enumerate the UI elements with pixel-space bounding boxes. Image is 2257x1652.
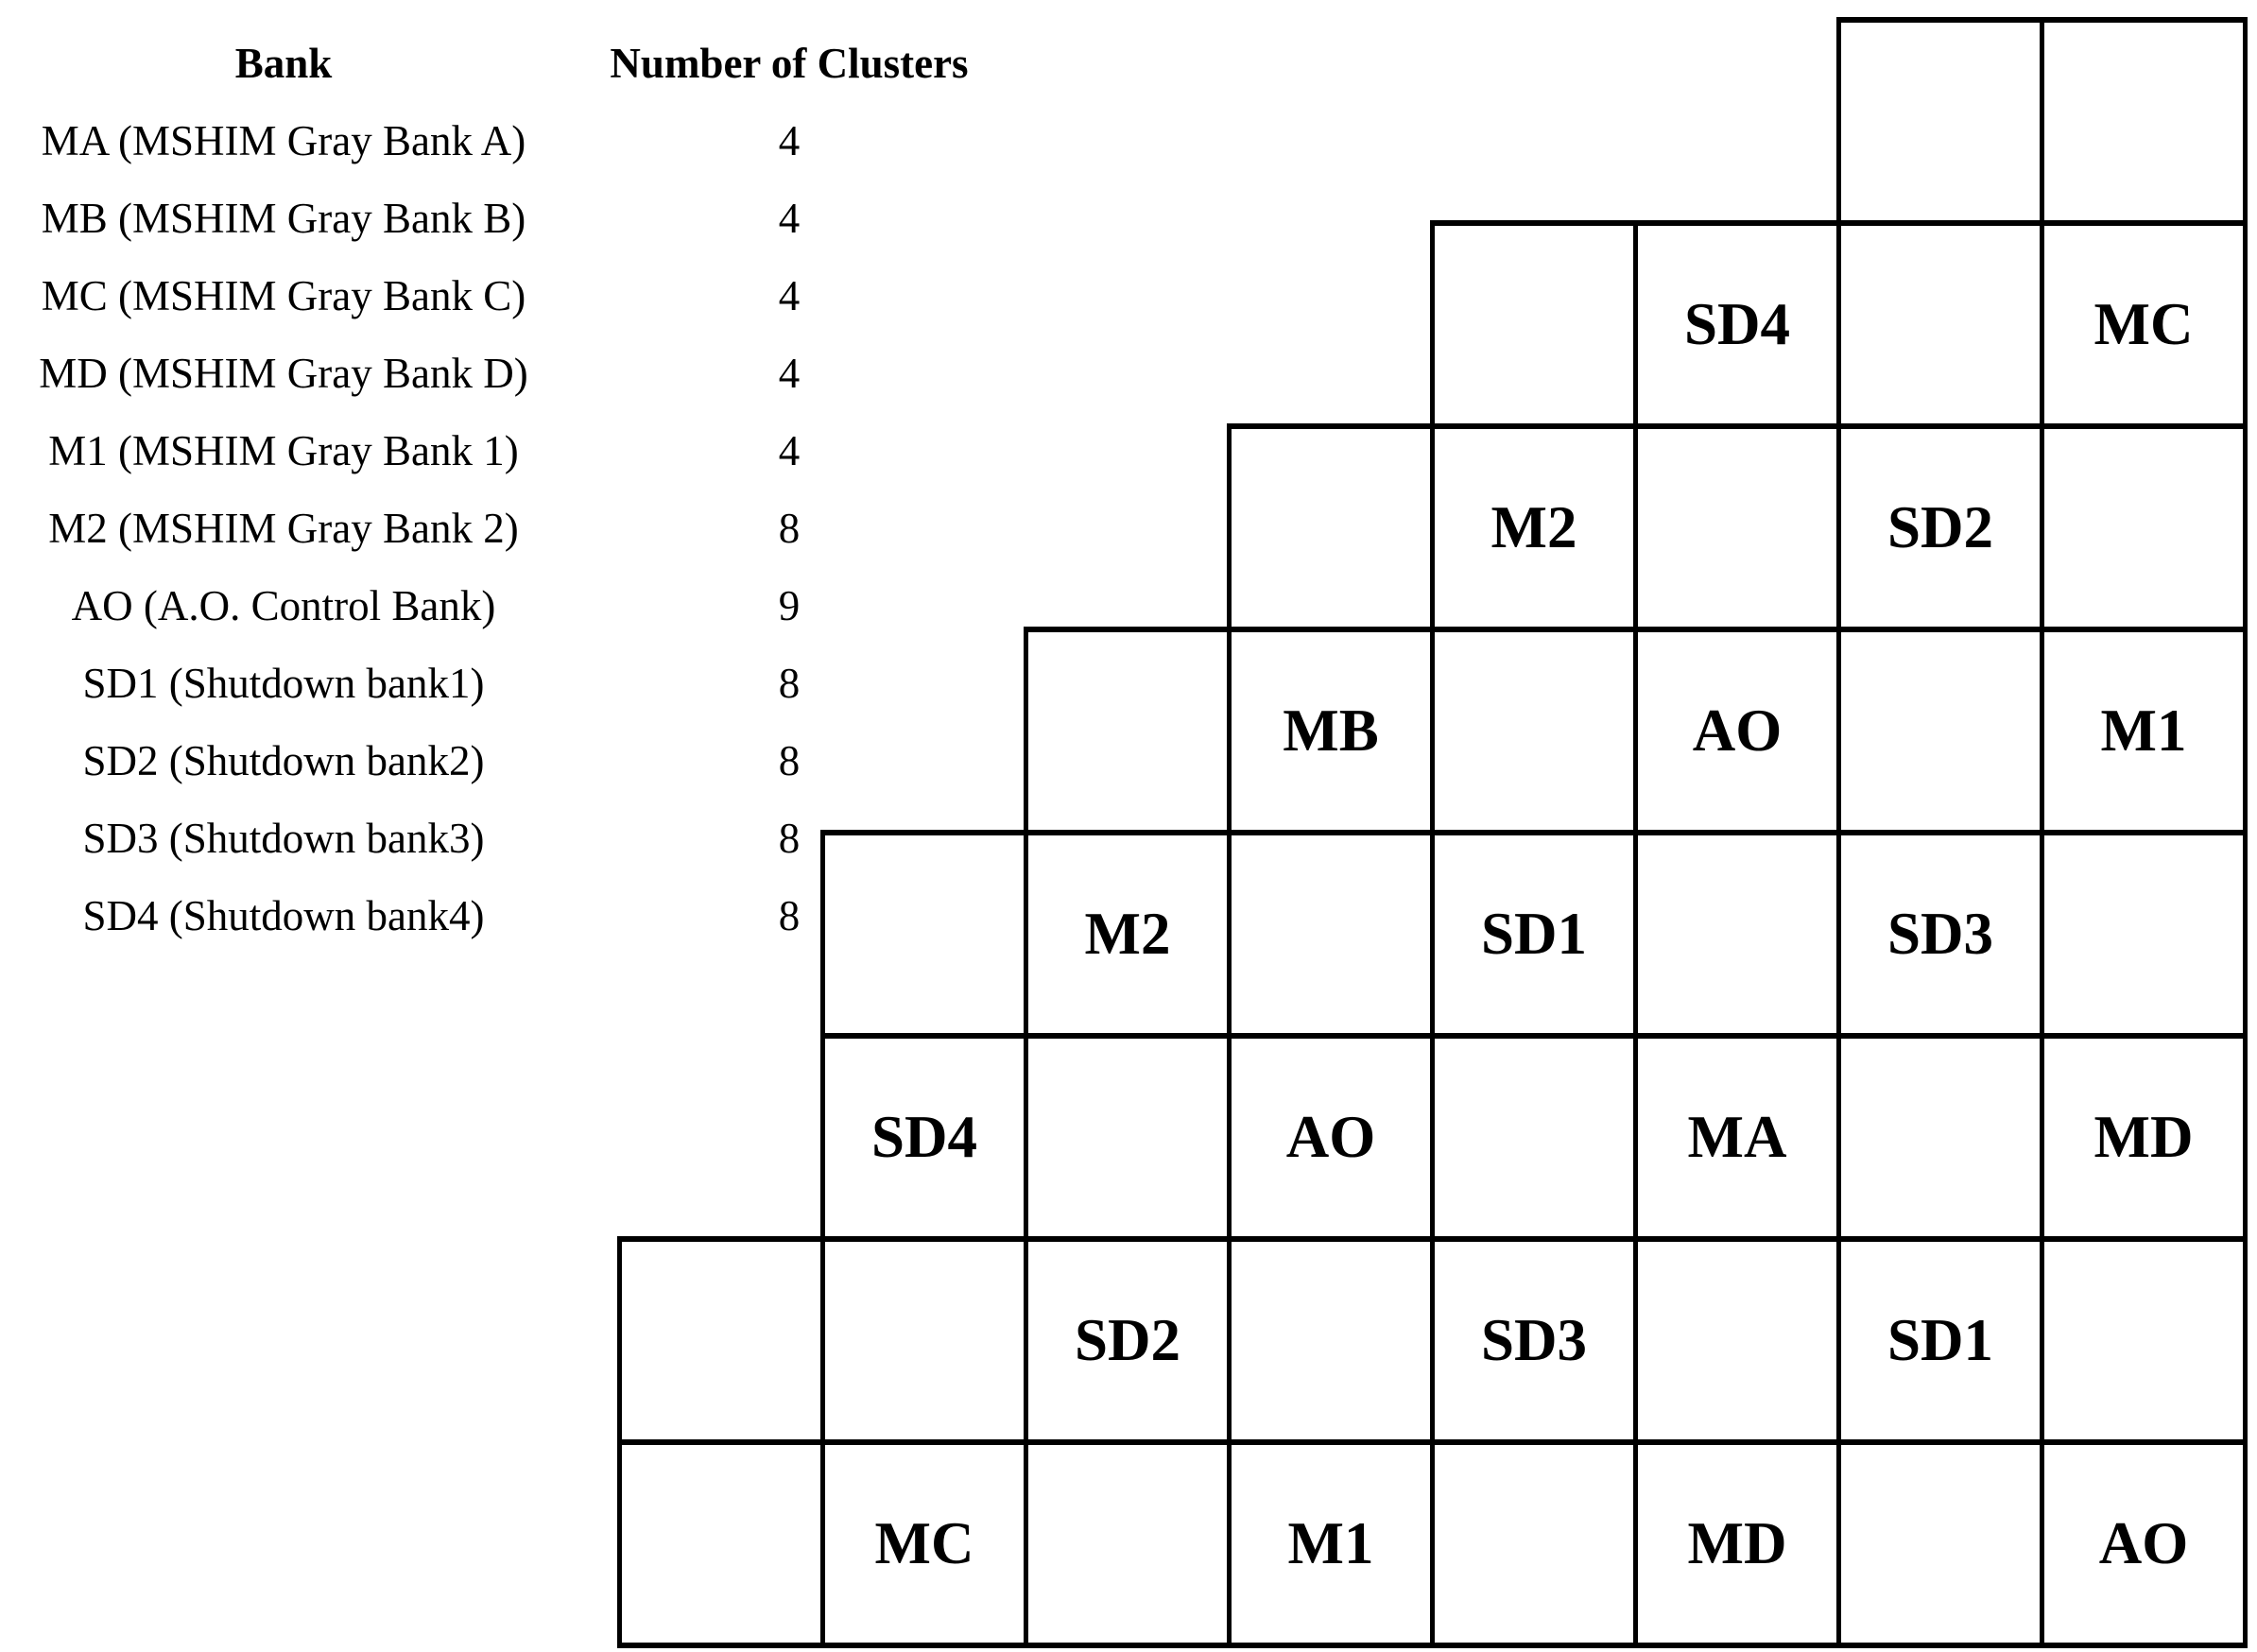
table-row: SD2 (Shutdown bank2) 8 [0,722,1011,800]
core-bank-position-map: SD4 MC M2 SD2 MB AO M1 M2 SD1 SD3 SD4 AO… [617,17,2248,1649]
grid-cell [1841,1039,2044,1236]
grid-cell [1028,632,1232,830]
grid-cell [1638,835,1841,1033]
bank-cluster-count: 8 [778,891,801,939]
bank-cluster-count: 8 [778,736,801,784]
grid-cell [2044,23,2248,220]
bank-cluster-count: 4 [778,349,801,397]
grid-cell: MD [2044,1039,2248,1236]
bank-name: SD1 (Shutdown bank1) [82,659,485,707]
grid-cell [1841,23,2044,220]
table-row: M2 (MSHIM Gray Bank 2) 8 [0,490,1011,567]
grid-cell: SD1 [1841,1242,2044,1439]
grid-cell: M1 [1232,1445,1435,1643]
grid-cell [1841,1445,2044,1643]
bank-cluster-count: 8 [778,659,801,707]
grid-cell [1638,429,1841,627]
grid-cell: SD4 [1638,226,1841,423]
bank-name: MA (MSHIM Gray Bank A) [41,116,526,164]
grid-cell: SD3 [1435,1242,1638,1439]
table-row: SD3 (Shutdown bank3) 8 [0,800,1011,877]
core-map-row: M2 SD1 SD3 [820,830,2248,1033]
grid-cell [1028,1445,1232,1643]
grid-cell: MC [2044,226,2248,423]
bank-cluster-count: 8 [778,814,801,862]
core-map-row: M2 SD2 [1227,423,2248,627]
bank-name: SD4 (Shutdown bank4) [82,891,485,939]
bank-column-header: Bank [234,39,333,87]
grid-cell: MA [1638,1039,1841,1236]
bank-cluster-count: 9 [778,581,801,629]
bank-name: M1 (MSHIM Gray Bank 1) [48,426,519,474]
grid-cell: AO [1232,1039,1435,1236]
core-map-row: SD2 SD3 SD1 [617,1236,2248,1439]
grid-cell: SD2 [1841,429,2044,627]
grid-cell [1841,632,2044,830]
table-row: SD4 (Shutdown bank4) 8 [0,877,1011,955]
grid-cell [1841,226,2044,423]
core-map-row [1836,17,2248,220]
grid-cell: MC [825,1445,1028,1643]
bank-name: MB (MSHIM Gray Bank B) [41,194,526,242]
bank-cluster-count: 4 [778,271,801,319]
table-row: AO (A.O. Control Bank) 9 [0,567,1011,645]
core-map-row: SD4 AO MA MD [820,1033,2248,1236]
bank-cluster-count: 4 [778,426,801,474]
table-row: SD1 (Shutdown bank1) 8 [0,645,1011,722]
grid-cell [1232,1242,1435,1439]
clusters-column-header: Number of Clusters [610,39,969,87]
bank-table-header-row: Bank Number of Clusters [0,25,1011,102]
grid-cell [825,1242,1028,1439]
table-row: M1 (MSHIM Gray Bank 1) 4 [0,412,1011,490]
core-map-row: MC M1 MD AO [617,1439,2248,1648]
grid-cell: MB [1232,632,1435,830]
bank-name: M2 (MSHIM Gray Bank 2) [48,504,519,552]
grid-cell [1232,429,1435,627]
table-row: MA (MSHIM Gray Bank A) 4 [0,102,1011,180]
grid-cell [1232,835,1435,1033]
bank-name: MC (MSHIM Gray Bank C) [41,271,526,319]
grid-cell: M2 [1435,429,1638,627]
grid-cell [2044,835,2248,1033]
grid-cell [1028,1039,1232,1236]
grid-cell [2044,1242,2248,1439]
core-map-row: SD4 MC [1430,220,2248,423]
bank-cluster-table: Bank Number of Clusters MA (MSHIM Gray B… [0,25,1011,955]
bank-cluster-count: 4 [778,194,801,242]
table-row: MD (MSHIM Gray Bank D) 4 [0,335,1011,412]
grid-cell [1435,632,1638,830]
grid-cell: M1 [2044,632,2248,830]
grid-cell [1435,226,1638,423]
grid-cell: AO [2044,1445,2248,1643]
grid-cell [1435,1445,1638,1643]
grid-cell: SD3 [1841,835,2044,1033]
grid-cell: M2 [1028,835,1232,1033]
table-row: MC (MSHIM Gray Bank C) 4 [0,257,1011,335]
grid-cell: SD2 [1028,1242,1232,1439]
grid-cell [622,1242,825,1439]
grid-cell [2044,429,2248,627]
bank-cluster-count: 4 [778,116,801,164]
bank-name: AO (A.O. Control Bank) [71,581,496,629]
grid-cell: AO [1638,632,1841,830]
core-map-row: MB AO M1 [1024,627,2248,830]
bank-name: SD2 (Shutdown bank2) [82,736,485,784]
grid-cell [1435,1039,1638,1236]
grid-cell [622,1445,825,1643]
bank-name: SD3 (Shutdown bank3) [82,814,485,862]
grid-cell: SD1 [1435,835,1638,1033]
bank-name: MD (MSHIM Gray Bank D) [39,349,528,397]
table-row: MB (MSHIM Gray Bank B) 4 [0,180,1011,257]
bank-cluster-count: 8 [778,504,801,552]
grid-cell: SD4 [825,1039,1028,1236]
grid-cell [825,835,1028,1033]
grid-cell [1638,1242,1841,1439]
grid-cell: MD [1638,1445,1841,1643]
